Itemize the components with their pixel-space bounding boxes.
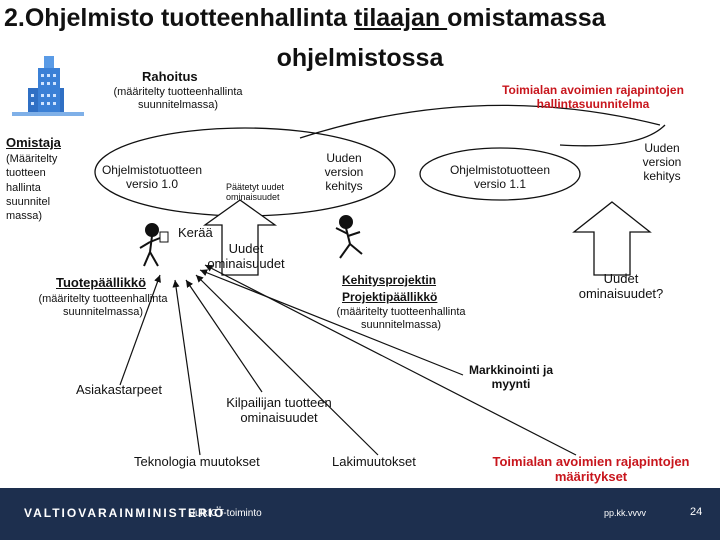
omistaja-note: (Määritelty tuotteen hallinta suunnitel … — [6, 152, 57, 223]
plan-top-label: Toimialan avoimien rajapintojen hallinta… — [468, 84, 718, 112]
customer-needs-label: Asiakastarpeet — [76, 383, 162, 398]
competitor-features-label: Kilpailijan tuotteen ominaisuudet — [214, 396, 344, 426]
new-version-dev-right-label: Uuden version kehitys — [636, 142, 688, 183]
omistaja-note-line: massa) — [6, 209, 57, 223]
omistaja-note-line: (Määritelty — [6, 152, 57, 166]
rahoitus-note: (määritelty tuotteenhallinta suunnitelma… — [98, 86, 258, 111]
rahoitus-label: Rahoitus — [142, 70, 198, 85]
omistaja-note-line: tuotteen — [6, 166, 57, 180]
person-icon — [140, 224, 168, 266]
building-icon — [12, 56, 84, 116]
marketing-sales-label: Markkinointi ja myynti — [456, 364, 566, 392]
footer-page-number: 24 — [690, 506, 702, 518]
new-features-label: Uudet ominaisuudet — [196, 242, 296, 272]
product-manager-note: (määritelty tuotteenhallinta suunnitelma… — [28, 293, 178, 318]
collect-label: Kerää — [178, 226, 213, 241]
plan-bottom-label: Toimialan avoimien rajapintojen määrityk… — [478, 455, 704, 485]
footer-unit: JulkICT-toiminto — [190, 508, 262, 519]
dev-project-label-1: Kehitysprojektin — [342, 274, 436, 288]
omistaja-note-line: suunnitel — [6, 195, 57, 209]
person-running-icon — [336, 216, 362, 258]
product-manager-label: Tuotepäällikkö — [56, 276, 146, 291]
omistaja-note-line: hallinta — [6, 181, 57, 195]
up-arrow-right — [574, 202, 650, 275]
decided-features-label: Päätetyt uudet ominaisuudet — [226, 182, 306, 203]
footer-bar: VALTIOVARAINMINISTERIÖ JulkICT-toiminto … — [0, 488, 720, 540]
version-11-label: Ohjelmistotuotteen versio 1.1 — [440, 164, 560, 192]
technology-changes-label: Teknologia muutokset — [134, 455, 260, 470]
new-version-dev-label: Uuden version kehitys — [318, 152, 370, 193]
omistaja-label: Omistaja — [6, 136, 61, 151]
footer-date: pp.kk.vvvv — [604, 508, 646, 518]
law-changes-label: Lakimuutokset — [332, 455, 416, 470]
new-features-question-label: Uudet ominaisuudet? — [566, 272, 676, 302]
version-10-label: Ohjelmistotuotteen versio 1.0 — [96, 164, 208, 192]
dev-project-note: (määritelty tuotteenhallinta suunnitelma… — [326, 306, 476, 331]
dev-project-label-2: Projektipäällikkö — [342, 291, 437, 305]
